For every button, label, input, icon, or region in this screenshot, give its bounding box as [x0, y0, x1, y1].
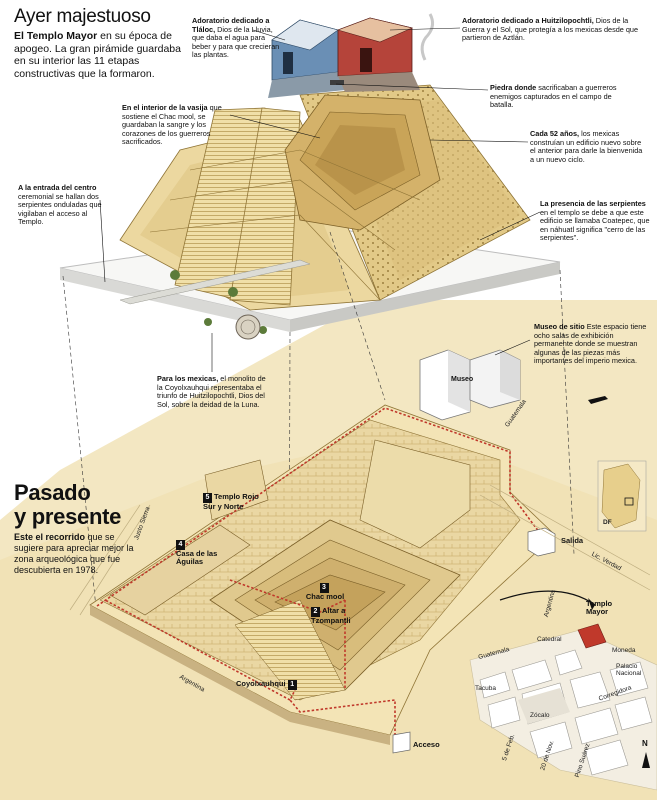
note-serpientes-bold: La presencia de las serpientes: [540, 199, 646, 208]
note-tlaloc: Adoratorio dedicado a Tláloc, Dios de la…: [192, 16, 284, 60]
note-tlaloc-rest: Dios de la Lluvia, que daba el agua para…: [192, 24, 280, 60]
north-label: N: [642, 739, 648, 748]
templo-mayor-marker: [577, 623, 607, 649]
df-map: [597, 460, 647, 532]
museum-building: [419, 349, 521, 421]
tlaloc-shrine: [268, 19, 345, 98]
bottom-lead-bold: Este el recorrido: [14, 532, 86, 542]
top-title: Ayer majestuoso: [14, 6, 151, 27]
stop-1-number: 1: [287, 680, 297, 690]
stop-3-number: 3: [319, 583, 329, 593]
note-tlaloc-bold: Adoratorio dedicado a Tláloc,: [192, 16, 270, 34]
museo-label: Museo: [451, 376, 474, 383]
stop-4: 4 Casa de las Águilas: [176, 540, 220, 566]
note-entrada-rest: ceremonial se hallan dos serpientes ondu…: [18, 191, 102, 227]
projection-lines: [62, 231, 575, 709]
note-cada52: Cada 52 años, los mexicas construían un …: [530, 129, 645, 164]
note-huitzilopochtli: Adoratorio dedicado a Huitzilopochtli, D…: [462, 16, 647, 43]
site-plan: [89, 404, 556, 745]
bottom-title-line1: Pasado: [14, 480, 91, 505]
bottom-lead-rest: que se sugiere para apreciar mejor la zo…: [14, 532, 134, 575]
note-serpientes: La presencia de las serpientes en el tem…: [540, 199, 652, 243]
stop-2-number: 2: [311, 607, 320, 617]
map-templo-mayor: Templo Mayor: [586, 599, 613, 616]
stop-3: 3 Chac mool: [300, 583, 350, 601]
note-piedra-bold: Piedra donde: [490, 83, 537, 92]
top-lead: El Templo Mayor en su época de apogeo. L…: [14, 30, 189, 80]
note-cada52-bold: Cada 52 años,: [530, 129, 580, 138]
note-cada52-rest: los mexicas construían un edificio nuevo…: [530, 129, 643, 164]
note-vasija: En el interior de la vasija que sostiene…: [122, 103, 232, 147]
map-zocalo: Zócalo: [530, 712, 550, 719]
salida-label: Salida: [561, 536, 584, 545]
stop-4-label: Casa de las Águilas: [176, 549, 218, 566]
stop-1: Coyolxauhqui 1: [236, 680, 299, 690]
stop-3-label: Chac mool: [305, 592, 345, 601]
location-map: [469, 623, 657, 791]
bottom-lead: Este el recorrido que se sugiere para ap…: [14, 532, 144, 576]
note-museo-rest: Este espacio tiene ocho salas de exhibic…: [534, 322, 647, 366]
stop-1-label: Coyolxauhqui: [236, 679, 286, 688]
note-piedra: Piedra donde sacrificaban a guerreros en…: [490, 83, 625, 110]
visit-route: [96, 407, 546, 740]
note-vasija-rest: que sostiene el Chac mool, se guardaban …: [122, 103, 222, 147]
map-tacuba: Tacuba: [475, 685, 496, 692]
coyolxauhqui-stone: [235, 314, 261, 340]
map-palacio: Palacio Nacional: [616, 663, 642, 677]
map-catedral: Catedral: [537, 636, 562, 643]
bottom-title: Pasado y presente: [14, 481, 121, 529]
note-piedra-rest: sacrificaban a guerreros enemigos captur…: [490, 83, 617, 110]
top-lead-rest: en su época de apogeo. La gran pirámide …: [14, 30, 181, 80]
note-mexicas-bold: Para los mexicas,: [157, 374, 219, 383]
acceso-label: Acceso: [413, 740, 440, 749]
note-museo: Museo de sitio Este espacio tiene ocho s…: [534, 322, 652, 366]
great-pyramid: [119, 84, 531, 334]
note-huitzi-rest: Dios de la Guerra y el Sol, que protegía…: [462, 16, 639, 43]
note-mexicas: Para los mexicas, el monolito de la Coyo…: [157, 374, 269, 409]
map-moneda: Moneda: [612, 647, 636, 654]
top-lead-bold: El Templo Mayor: [14, 30, 98, 42]
huitzilopochtli-shrine: [337, 17, 420, 92]
stop-2-label: Altar a Tzompantli: [311, 606, 351, 625]
note-entrada-bold: A la entrada del centro: [18, 183, 97, 192]
note-serpientes-rest: en el templo se debe a que este edificio…: [540, 207, 650, 243]
df-label: DF: [603, 519, 612, 526]
note-vasija-bold: En el interior de la vasija: [122, 103, 208, 112]
stop-4-number: 4: [176, 540, 185, 550]
stop-5-number: 5: [203, 493, 212, 503]
note-mexicas-rest: el monolito de la Coyolxauhqui represent…: [157, 374, 266, 409]
stop-5-label: Templo Rojo Sur y Norte: [203, 492, 259, 511]
note-museo-bold: Museo de sitio: [534, 322, 585, 331]
note-entrada: A la entrada del centro ceremonial se ha…: [18, 183, 102, 227]
note-huitzi-bold: Adoratorio dedicado a Huitzilopochtli,: [462, 16, 594, 25]
bottom-title-line2: y presente: [14, 504, 122, 529]
